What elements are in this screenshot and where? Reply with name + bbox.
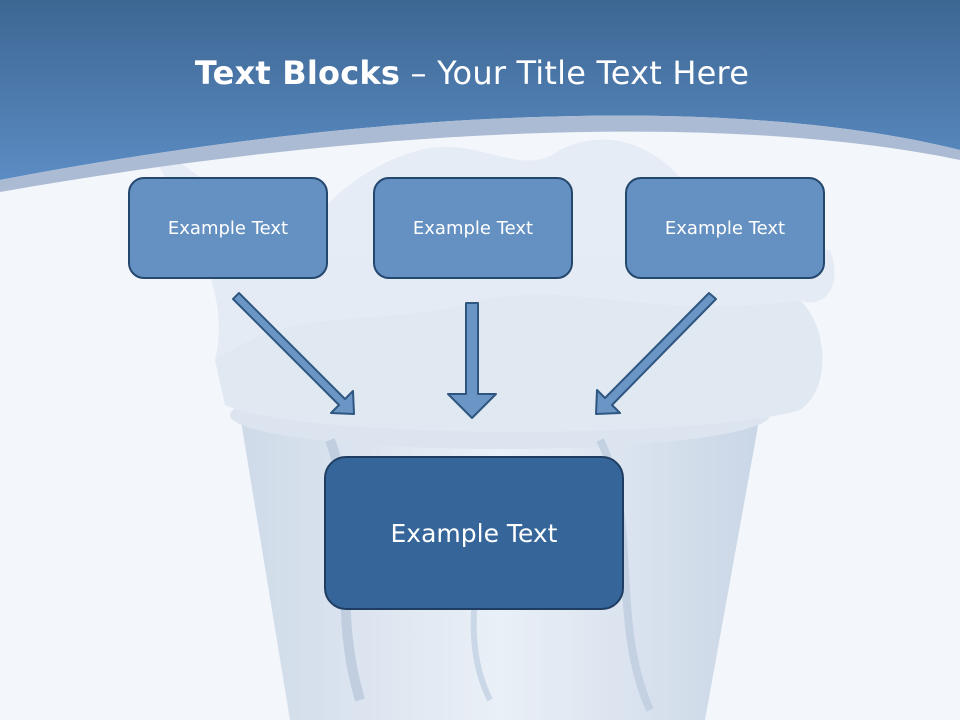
- text-block-3-label: Example Text: [664, 217, 786, 239]
- title-rest: Your Title Text Here: [437, 54, 750, 92]
- title-dash: –: [400, 54, 438, 92]
- main-text-block-label: Example Text: [390, 518, 558, 548]
- arrow-right: [595, 292, 717, 415]
- text-block-1[interactable]: Example Text: [128, 177, 328, 279]
- title-bold: Text Blocks: [194, 54, 401, 92]
- arrow-left: [232, 292, 355, 415]
- slide-title: Text Blocks – Your Title Text Here: [0, 54, 944, 92]
- header-accent-curve: [0, 115, 960, 192]
- arrow-center: [447, 302, 497, 419]
- main-text-block[interactable]: Example Text: [324, 456, 624, 610]
- text-block-1-label: Example Text: [167, 217, 289, 239]
- text-block-2[interactable]: Example Text: [373, 177, 573, 279]
- header-band: [0, 0, 960, 180]
- text-block-3[interactable]: Example Text: [625, 177, 825, 279]
- text-block-2-label: Example Text: [412, 217, 534, 239]
